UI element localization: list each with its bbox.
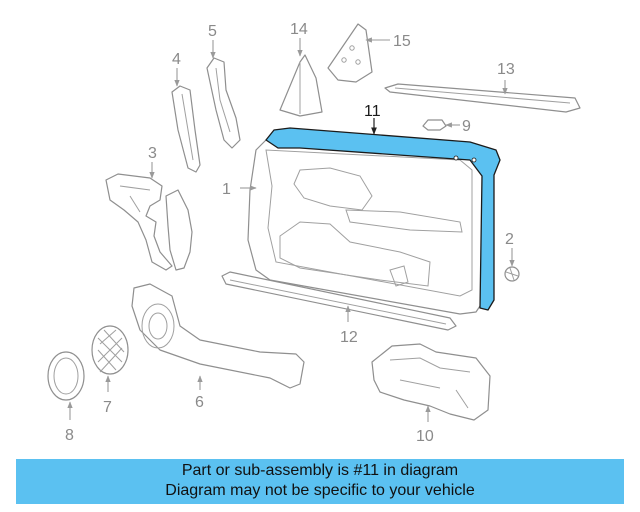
caption-banner: Part or sub-assembly is #11 in diagram D… (16, 459, 624, 504)
part-15-cover (327, 23, 373, 83)
part-4-handle (171, 85, 201, 173)
part-9-clip (422, 119, 447, 131)
label-13: 13 (497, 61, 515, 78)
parts-diagram: 1 2 3 4 5 6 7 8 10 11 12 13 14 15 9 (47, 21, 581, 445)
part-6-lower-trim (131, 283, 305, 389)
label-10: 10 (416, 428, 434, 445)
label-5: 5 (208, 23, 217, 40)
label-12: 12 (340, 329, 358, 346)
part-1-door-panel (247, 137, 487, 315)
leader-lines (67, 37, 515, 422)
label-11: 11 (364, 103, 381, 120)
label-4: 4 (172, 51, 181, 68)
label-3: 3 (148, 145, 157, 162)
part-3-bracket (105, 173, 193, 271)
caption-line-1: Part or sub-assembly is #11 in diagram (181, 462, 459, 479)
part-12-strip (221, 271, 457, 331)
part-13-strip (384, 83, 581, 113)
part-11-seal (265, 127, 501, 311)
part-14-trim (279, 54, 323, 117)
label-2: 2 (505, 231, 514, 248)
part-5-handle (206, 57, 241, 149)
part-2-clip (504, 266, 520, 282)
label-14: 14 (290, 21, 308, 38)
label-15: 15 (393, 33, 411, 50)
label-8: 8 (65, 427, 74, 444)
caption-line-2: Diagram may not be specific to your vehi… (165, 482, 475, 499)
part-8-ring (47, 351, 85, 401)
part-7-grille (91, 325, 129, 375)
label-6: 6 (195, 394, 204, 411)
part-10-bracket (371, 343, 491, 421)
label-7: 7 (103, 399, 112, 416)
label-9: 9 (462, 118, 471, 135)
label-1: 1 (222, 181, 231, 198)
